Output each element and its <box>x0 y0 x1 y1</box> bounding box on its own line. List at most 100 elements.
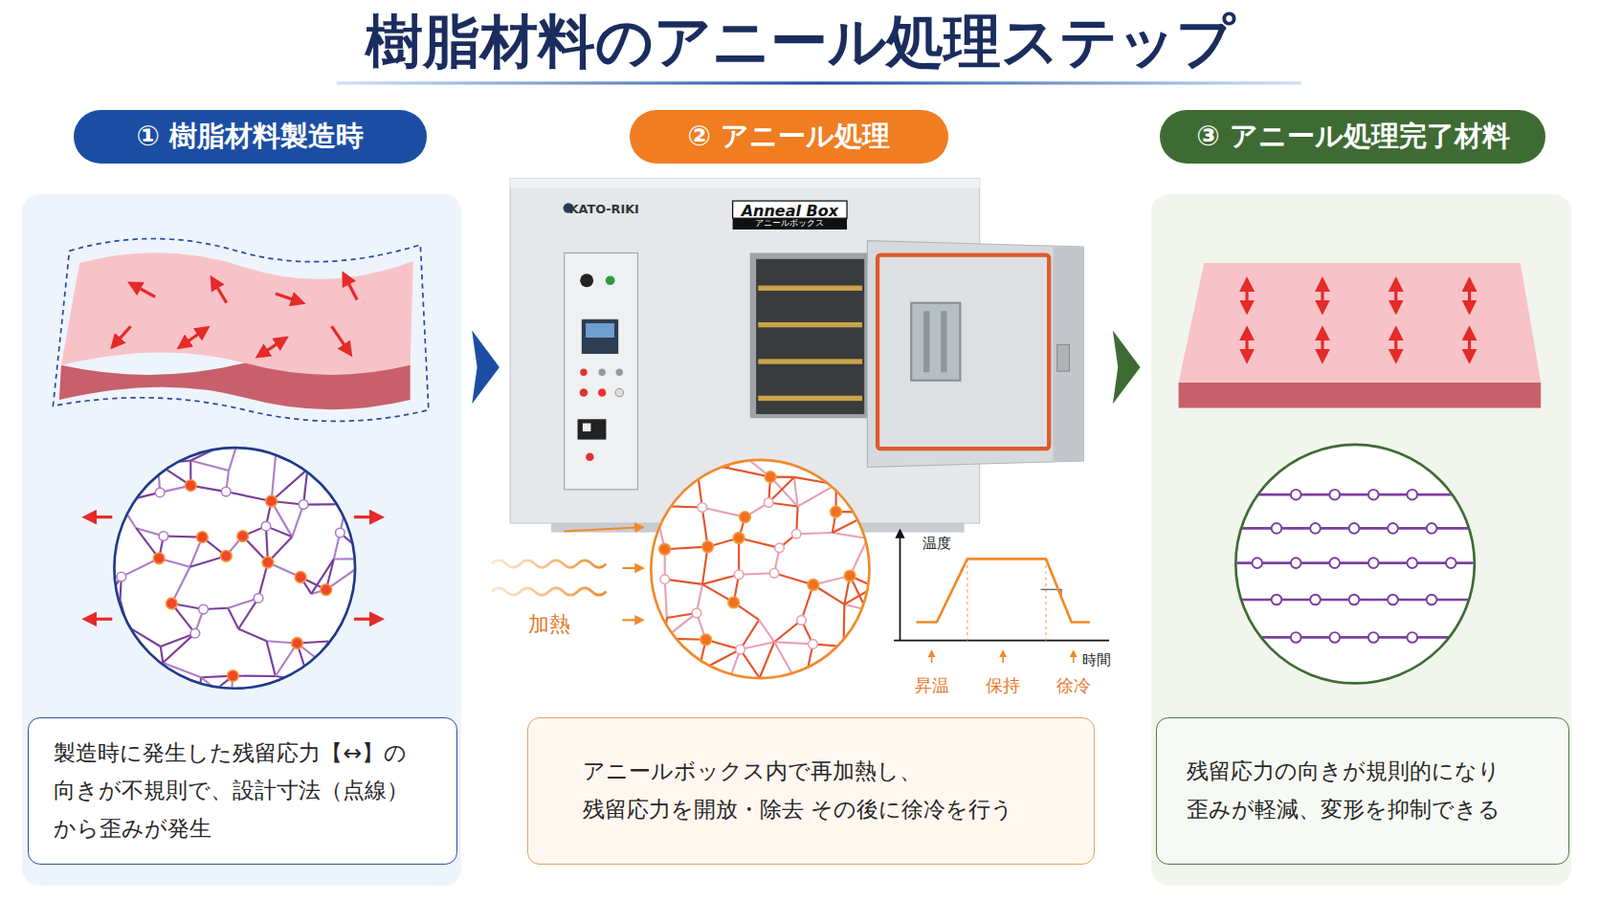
polymer-network <box>200 677 231 702</box>
polymer-network <box>726 678 759 689</box>
oven-door <box>866 241 1084 468</box>
polymer-network <box>697 503 708 513</box>
polymer-network <box>698 649 741 672</box>
description-box: アニールボックス内で再加熱し、 残留応力を開放・除去 その後に徐冷を行う <box>527 717 1095 867</box>
zoom-circle-border <box>1235 444 1475 685</box>
polymer-network <box>303 503 347 507</box>
step-panel: ③ アニール処理完了材料残留応力の向きが規則的になり 歪みが軽減、変形を抑制でき… <box>1151 110 1572 886</box>
temperature-profile <box>1041 589 1062 597</box>
anneal-oven <box>940 311 947 373</box>
heat-waves <box>491 560 606 596</box>
polymer-network <box>198 701 231 706</box>
oven-interior <box>755 259 865 415</box>
polymer-network <box>654 506 702 509</box>
polymer-network <box>733 602 759 621</box>
heat-arrows <box>622 567 641 570</box>
polymer-network <box>119 464 158 503</box>
description-text: 製造時に発生した残留応力【↔】の 向きが不規則で、設計寸法（点線） から歪みが発… <box>28 718 457 866</box>
polymer-network <box>237 531 249 543</box>
polymer-network <box>733 570 744 580</box>
door-window <box>911 303 960 381</box>
zoom-circle <box>650 460 869 679</box>
polymer-network <box>794 477 837 486</box>
polymer-network <box>738 573 775 576</box>
tension-arrows <box>88 517 379 621</box>
polymer-network <box>166 598 178 610</box>
polymer-network <box>798 485 837 508</box>
polymer-network <box>774 573 814 585</box>
control-panel <box>564 252 639 489</box>
switch <box>577 419 607 440</box>
logo-mark <box>563 202 575 214</box>
aligned-chains <box>1349 595 1360 606</box>
polymer-network <box>153 553 165 565</box>
polymer-network <box>808 640 819 650</box>
axis-label: 温度 <box>922 534 952 554</box>
aligned-chains <box>1290 489 1302 501</box>
polymer-network <box>158 558 190 568</box>
polymer-network <box>664 549 667 579</box>
tension-arrows <box>88 515 113 519</box>
anneal-oven <box>616 368 623 376</box>
polymer-network <box>116 572 127 582</box>
polymer-network <box>266 526 292 537</box>
polymer-network <box>832 511 837 534</box>
polymer-network <box>654 506 665 550</box>
polymer-network <box>745 503 770 518</box>
knob <box>579 273 594 288</box>
polymer-network <box>303 469 308 506</box>
polymer-network <box>727 467 771 477</box>
polymer-network <box>121 558 159 578</box>
display <box>585 323 615 338</box>
aligned-chains <box>1224 493 1487 497</box>
heat-arrows <box>564 527 642 532</box>
polymer-network <box>768 477 795 504</box>
door-edge <box>1052 245 1084 463</box>
polymer-network <box>253 594 264 604</box>
polymer-network <box>104 577 122 602</box>
heat-label: 加熱 <box>528 608 571 639</box>
polymer-network <box>127 626 160 647</box>
polymer-network <box>190 555 227 568</box>
aligned-chains <box>1310 595 1321 606</box>
polymer-network <box>266 526 268 563</box>
step-panel: ① 樹脂材料製造時製造時に発生した残留応力【↔】の 向きが不規則で、設計寸法（点… <box>22 110 462 886</box>
polymer-network <box>779 533 798 549</box>
polymer-network <box>796 506 798 534</box>
door-handle <box>1057 344 1070 372</box>
polymer-network <box>307 469 347 506</box>
polymer-network <box>698 640 707 672</box>
polymer-network <box>659 543 671 556</box>
slab-top <box>1178 263 1542 383</box>
polymer-network <box>239 438 276 457</box>
polymer-network <box>665 547 709 551</box>
temperature-profile <box>1044 558 1046 641</box>
polymer-network <box>696 584 703 614</box>
anneal-oven <box>598 388 607 398</box>
polymer-network <box>770 476 795 479</box>
polymer-network <box>267 536 292 563</box>
polymer-network <box>664 613 697 640</box>
polymer-network <box>198 676 233 706</box>
polymer-network <box>849 576 874 588</box>
polymer-network <box>797 616 807 626</box>
polymer-network <box>243 526 267 536</box>
polymer-network <box>802 644 814 693</box>
polymer-network <box>800 584 813 621</box>
polymer-network <box>190 460 229 471</box>
oven-top <box>510 178 980 189</box>
polymer-network <box>740 620 760 650</box>
polymer-network <box>238 598 259 629</box>
stress-arrows <box>1467 282 1471 310</box>
polymer-network <box>844 576 850 605</box>
heat-waves <box>491 588 606 596</box>
polymer-network <box>104 438 371 706</box>
stress-arrows <box>1394 332 1398 359</box>
polymer-network <box>774 548 779 574</box>
polymer-network <box>291 505 304 538</box>
polymer-network <box>702 584 734 603</box>
polymer-network <box>794 477 799 508</box>
polymer-network <box>258 562 268 599</box>
aligned-chains <box>1224 527 1487 531</box>
polymer-network <box>271 455 277 502</box>
